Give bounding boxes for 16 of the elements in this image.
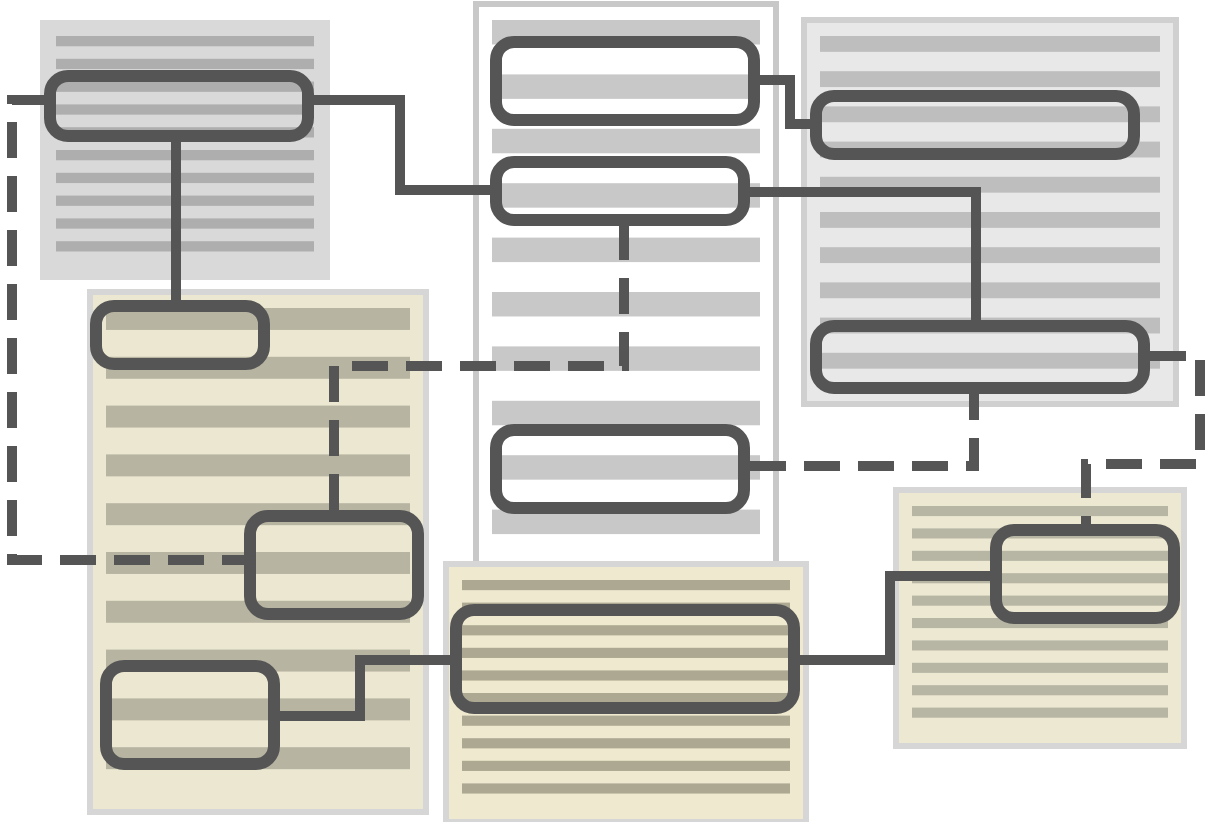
- highlight-box: [100, 660, 280, 770]
- connector-line: [314, 95, 490, 195]
- highlight-box: [810, 320, 1150, 394]
- connector-line: [7, 95, 244, 565]
- highlight-box: [44, 70, 314, 142]
- connector-line: [171, 142, 181, 300]
- connector-line: [750, 394, 979, 471]
- highlight-box: [990, 524, 1180, 624]
- highlight-box: [90, 300, 270, 370]
- connector-line: [750, 187, 981, 320]
- connector-line: [800, 571, 990, 665]
- connector-line: [1081, 351, 1205, 524]
- highlight-box: [244, 510, 424, 620]
- connector-line: [280, 655, 450, 721]
- highlight-box: [450, 604, 800, 714]
- highlight-box: [810, 90, 1140, 160]
